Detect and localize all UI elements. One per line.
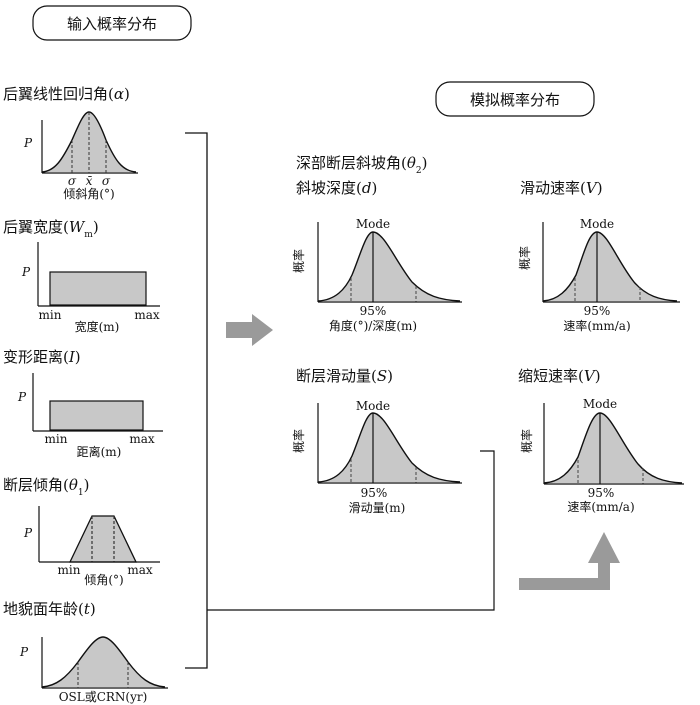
slip-rate-pct: 95% bbox=[584, 304, 611, 318]
fault-slip-ylabel: 概率 bbox=[291, 429, 306, 453]
shortening-rate-mode: Mode bbox=[583, 397, 617, 411]
deep-slope-pct: 95% bbox=[360, 304, 387, 318]
output-shortening-rate: 缩短速率(V) 概率 Mode 95% 速率(mm/a) bbox=[518, 367, 684, 514]
shortening-rate-pct: 95% bbox=[588, 486, 615, 500]
output-fault-slip: 断层滑动量(S) 概率 Mode 95% 滑动量(m) bbox=[291, 367, 462, 515]
backwing-width-box bbox=[49, 271, 147, 306]
deform-distance-min: min bbox=[45, 432, 68, 446]
input-fault-dip: 断层倾角(θ1) P min max 倾角(°) bbox=[3, 476, 160, 587]
fault-slip-xlabel: 滑动量(m) bbox=[349, 501, 406, 515]
backwing-angle-title: 后翼线性回归角(α) bbox=[3, 85, 130, 103]
mean-label: x̄ bbox=[86, 174, 93, 188]
connector-line bbox=[207, 450, 495, 611]
deform-distance-title: 变形距离(I) bbox=[3, 348, 81, 366]
deep-slope-title1: 深部断层斜坡角(θ2) bbox=[296, 154, 427, 176]
slip-rate-fill bbox=[543, 232, 677, 301]
input-backwing-angle: 后翼线性回归角(α) P σ x̄ σ 倾斜角(°) bbox=[3, 85, 138, 201]
output-deep-slope: 深部断层斜坡角(θ2) 斜坡深度(d) 概率 Mode 95% 角度(°)/深度… bbox=[291, 154, 462, 333]
fault-slip-pct: 95% bbox=[361, 486, 388, 500]
input-deform-distance: 变形距离(I) P min max 距离(m) bbox=[3, 348, 163, 459]
landform-age-ylabel: P bbox=[19, 645, 29, 659]
backwing-angle-ylabel: P bbox=[23, 136, 33, 150]
landform-age-fill bbox=[42, 637, 165, 687]
sim-title-box: 模拟概率分布 bbox=[435, 81, 595, 117]
input-title-box: 输入概率分布 bbox=[32, 5, 192, 41]
shortening-rate-title: 缩短速率(V) bbox=[518, 367, 601, 385]
bent-arrow bbox=[519, 532, 620, 590]
sigma-right-label: σ bbox=[102, 174, 111, 188]
slip-rate-xlabel: 速率(mm/a) bbox=[563, 318, 630, 333]
deep-slope-xlabel: 角度(°)/深度(m) bbox=[329, 318, 417, 333]
shortening-rate-xlabel: 速率(mm/a) bbox=[567, 499, 634, 514]
deform-distance-max: max bbox=[129, 432, 155, 446]
output-slip-rate: 滑动速率(V) 概率 Mode 95% 速率(mm/a) bbox=[517, 179, 680, 333]
fault-slip-mode: Mode bbox=[356, 399, 390, 413]
slip-rate-ylabel: 概率 bbox=[517, 246, 532, 270]
fault-dip-min: min bbox=[58, 563, 81, 577]
sigma-left-label: σ bbox=[68, 174, 77, 188]
input-landform-age: 地貌面年龄(t) P OSL或CRN(yr) bbox=[3, 600, 168, 704]
deform-distance-xlabel: 距离(m) bbox=[77, 444, 122, 459]
deep-slope-title2: 斜坡深度(d) bbox=[296, 179, 377, 197]
landform-age-xlabel: OSL或CRN(yr) bbox=[59, 690, 148, 704]
fault-dip-title: 断层倾角(θ1) bbox=[3, 476, 89, 498]
landform-age-title: 地貌面年龄(t) bbox=[3, 600, 96, 618]
fault-dip-xlabel: 倾角(°) bbox=[84, 573, 123, 587]
sim-title: 模拟概率分布 bbox=[470, 91, 560, 109]
slip-rate-mode: Mode bbox=[580, 217, 614, 231]
shortening-rate-fill bbox=[544, 413, 682, 483]
fault-slip-fill bbox=[318, 413, 460, 482]
deep-slope-fill bbox=[318, 232, 460, 301]
input-title: 输入概率分布 bbox=[67, 15, 157, 33]
backwing-width-ylabel: P bbox=[21, 265, 31, 279]
fault-dip-trapezoid bbox=[68, 515, 138, 563]
backwing-width-max: max bbox=[134, 308, 160, 322]
deep-slope-ylabel: 概率 bbox=[291, 249, 306, 273]
deform-distance-box bbox=[49, 400, 144, 431]
backwing-width-min: min bbox=[39, 308, 62, 322]
fault-slip-title: 断层滑动量(S) bbox=[296, 367, 393, 385]
right-arrow bbox=[226, 314, 273, 346]
deep-slope-mode: Mode bbox=[356, 217, 390, 231]
deform-distance-ylabel: P bbox=[17, 390, 27, 404]
backwing-width-title: 后翼宽度(Wm) bbox=[3, 218, 99, 240]
input-bracket bbox=[185, 132, 495, 669]
backwing-width-xlabel: 宽度(m) bbox=[75, 319, 120, 334]
landform-age-curve bbox=[41, 636, 166, 688]
backwing-angle-xlabel: 倾斜角(°) bbox=[63, 187, 114, 201]
slip-rate-title: 滑动速率(V) bbox=[520, 179, 603, 197]
input-backwing-width: 后翼宽度(Wm) P min max 宽度(m) bbox=[3, 218, 160, 334]
shortening-rate-ylabel: 概率 bbox=[519, 429, 534, 453]
fault-dip-max: max bbox=[127, 563, 153, 577]
fault-dip-ylabel: P bbox=[23, 526, 33, 540]
